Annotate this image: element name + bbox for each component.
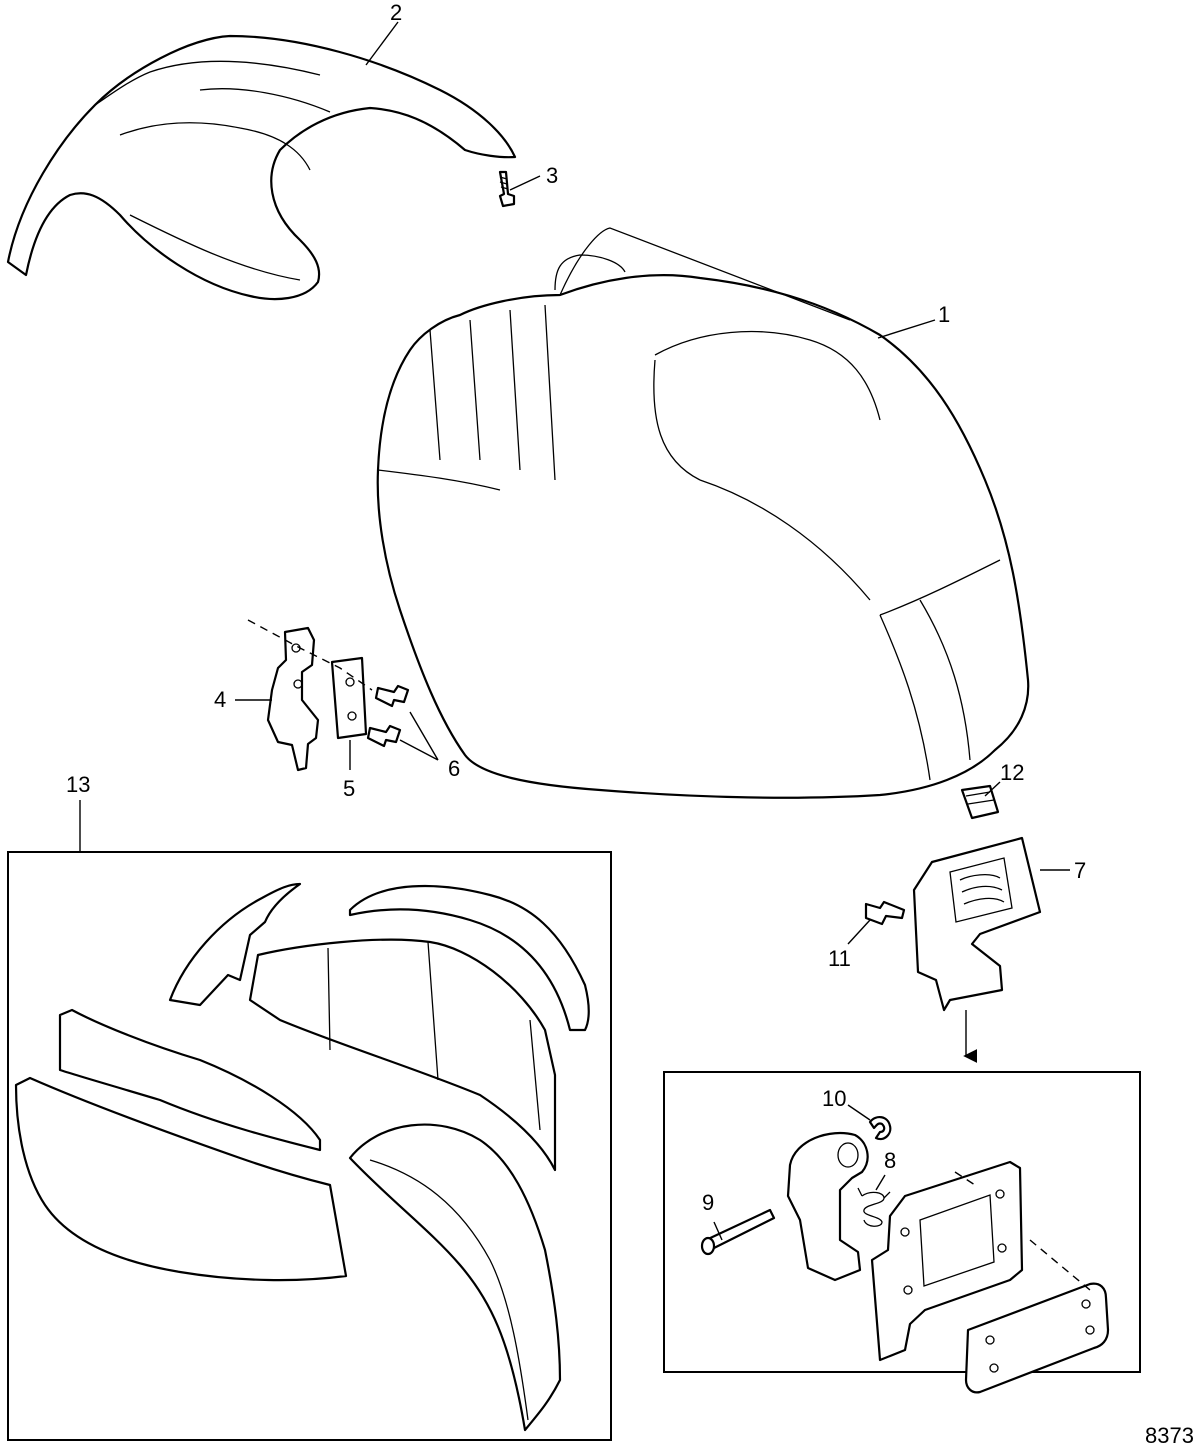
callout-13: 13: [66, 772, 90, 797]
callout-2: 2: [390, 0, 402, 25]
callout-1: 1: [938, 302, 950, 327]
decal-kit: [14, 882, 590, 1432]
top-cowl-cover: [6, 34, 517, 301]
latch-hook: [266, 626, 320, 772]
latch-detail-frame: [663, 1071, 1141, 1373]
callout-8: 8: [884, 1148, 896, 1173]
callout-labels: 2 3 1 4 5 6 12 7 11 13 10 8 9: [66, 0, 1086, 1215]
callout-12: 12: [1000, 760, 1024, 785]
callout-11: 11: [828, 946, 851, 971]
pivot-pin: [700, 1208, 776, 1256]
figure-number: 8373: [1145, 1423, 1194, 1448]
latch-detail-parts: [700, 1116, 1110, 1394]
cowl-clip: [960, 784, 1000, 820]
latch-bolt: [864, 900, 906, 926]
decal-kit-frame: [7, 851, 612, 1441]
callout-3: 3: [546, 163, 558, 188]
latch-plate: [330, 656, 368, 740]
latch-assembly: [912, 836, 1042, 1012]
callout-10: 10: [822, 1086, 846, 1111]
latch-bolts: [366, 684, 410, 748]
callout-7: 7: [1074, 858, 1086, 883]
spring: [857, 1187, 891, 1227]
callout-4: 4: [214, 687, 226, 712]
leader-lines: [79, 21, 1091, 1291]
callout-6: 6: [448, 756, 460, 781]
callout-5: 5: [343, 776, 355, 801]
cowl-screw: [498, 170, 516, 208]
callout-9: 9: [702, 1190, 714, 1215]
main-cowl: [376, 227, 1030, 799]
